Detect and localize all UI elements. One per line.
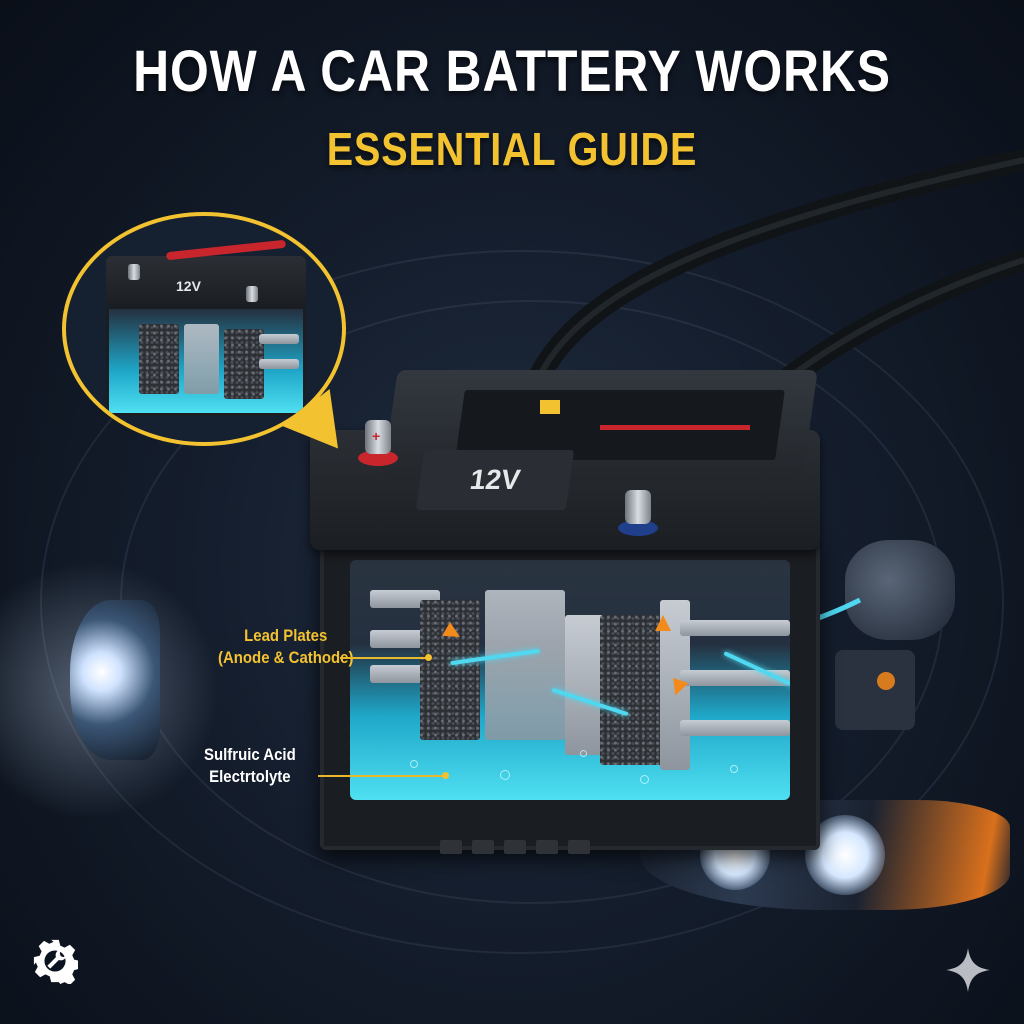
inset-plate: [224, 329, 264, 399]
inset-plate: [259, 359, 299, 369]
bubble: [500, 770, 510, 780]
inset-positive-terminal: [128, 264, 140, 280]
callout-electrolyte-line1: Sulfruic Acid: [204, 745, 296, 764]
inset-voltage-label: 12V: [176, 278, 201, 294]
positive-terminal: +: [365, 420, 391, 454]
foot: [536, 840, 558, 854]
hood-contour: [40, 250, 1004, 954]
page-title: HOW A CAR BATTERY WORKS: [133, 39, 891, 104]
positive-terminal-ring: [358, 450, 398, 466]
foot: [504, 840, 526, 854]
lead-plate-porous: [600, 615, 670, 765]
inset-negative-terminal: [246, 286, 258, 302]
bubble: [410, 760, 418, 768]
foot: [472, 840, 494, 854]
battery-label-warning-stripe: [600, 425, 750, 430]
left-headlight: [70, 600, 160, 760]
negative-terminal-ring: [618, 520, 658, 536]
battery-base-feet: [320, 840, 940, 860]
battery-case: [320, 540, 820, 850]
inset-plate: [184, 324, 219, 394]
inset-zoom-circle: 12V: [62, 212, 346, 446]
connector-light: [877, 672, 895, 690]
positive-symbol: +: [372, 428, 381, 444]
sparkle-icon: [946, 948, 990, 992]
battery-label-logo: [540, 400, 560, 414]
inset-battery: 12V: [106, 239, 306, 416]
callout-leader-line: [340, 657, 428, 659]
foot: [568, 840, 590, 854]
battery-cutaway-window: [350, 560, 790, 800]
engine-component: [845, 540, 955, 640]
bubble: [580, 750, 587, 757]
lead-plate: [565, 615, 605, 755]
callout-lead-plates-line2: (Anode & Cathode): [218, 648, 354, 667]
negative-terminal: [625, 490, 651, 524]
callout-electrolyte: Sulfruic Acid Electrtolyte: [204, 744, 296, 788]
callout-leader-dot: [425, 654, 432, 661]
lead-plate: [680, 670, 790, 686]
callout-electrolyte-line2: Electrtolyte: [209, 767, 291, 786]
main-battery: 12V +: [310, 370, 830, 860]
bubble: [640, 775, 649, 784]
engine-connector: [835, 650, 915, 730]
lead-plate-porous: [420, 600, 480, 740]
callout-leader-dot: [442, 772, 449, 779]
bubble: [730, 765, 738, 773]
inset-cutaway: [106, 306, 306, 416]
lead-plate: [680, 620, 790, 636]
separator-plate: [485, 590, 565, 740]
charge-arrow-icon: [655, 615, 671, 631]
inset-plate: [139, 324, 179, 394]
voltage-badge: 12V: [415, 450, 575, 510]
callout-lead-plates-line1: Lead Plates: [244, 626, 328, 645]
foot: [440, 840, 462, 854]
page-subtitle: ESSENTIAL GUIDE: [326, 123, 698, 175]
gear-wrench-icon: [33, 939, 78, 984]
lead-plate: [680, 720, 790, 736]
callout-lead-plates: Lead Plates (Anode & Cathode): [218, 625, 353, 669]
inset-plate: [259, 334, 299, 344]
callout-leader-line: [318, 775, 444, 777]
